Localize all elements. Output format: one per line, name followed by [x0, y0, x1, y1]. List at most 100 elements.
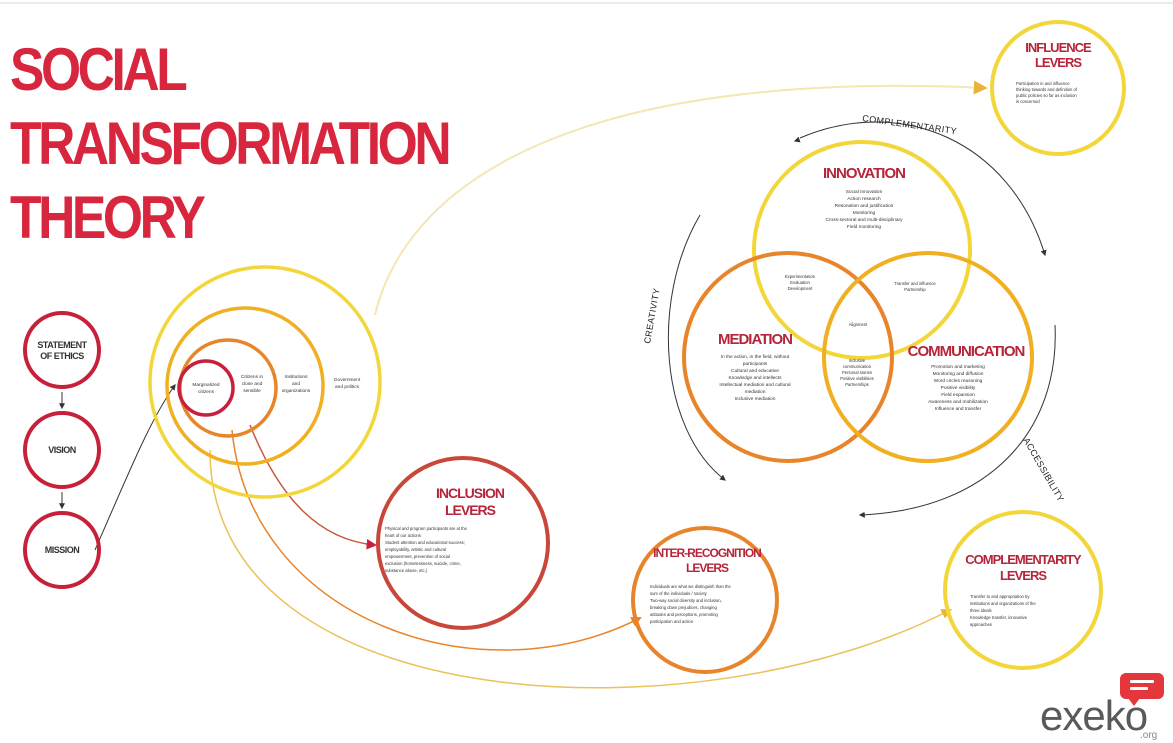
- arrow-to-interrecognition: [231, 429, 642, 651]
- arc-label-accessibility: ACCESSIBILITY: [1021, 436, 1066, 504]
- complementarity-text-5: approaches: [970, 622, 992, 627]
- scope-institutions-l2: and: [292, 381, 300, 387]
- complementarity-text-2: institutions and organizations of the: [970, 601, 1036, 606]
- communication-item-5: Field expansion: [941, 392, 975, 398]
- influence-text-1: Participation in and influence: [1016, 81, 1070, 86]
- mediation-item-7: Inclusive mediation: [735, 396, 776, 402]
- overlap-innov-comm-2: Partnership: [904, 287, 926, 292]
- scope-citizens: [178, 338, 278, 438]
- mediation-item-6: mediation: [745, 389, 766, 395]
- influence-text-2: thinking towards and definition of: [1016, 87, 1078, 92]
- inclusion-title-2: LEVERS: [445, 502, 496, 518]
- communication-circle: [822, 251, 1034, 463]
- innovation-item-2: Action research: [847, 196, 881, 202]
- arc-label-creativity: CREATIVITY: [642, 287, 662, 344]
- influence-levers-node: INFLUENCE LEVERS Participation in and in…: [990, 20, 1126, 156]
- scope-institutions-l1: Institutions: [285, 374, 309, 380]
- influence-title-1: INFLUENCE: [1025, 40, 1092, 55]
- innovation-title: INNOVATION: [823, 165, 905, 182]
- overlap-center: Alignment: [849, 322, 868, 327]
- inclusion-text-2: heart of our actions: [385, 533, 421, 538]
- inclusion-title-1: INCLUSION: [436, 485, 505, 501]
- cycle-arc-top-tail: [793, 136, 801, 143]
- cycle-arc-right: [858, 324, 1056, 518]
- overlap-innov-med-3: Development: [788, 286, 814, 291]
- arrow-to-inclusion: [249, 424, 378, 550]
- mediation-item-4: Knowledge and intellects: [728, 375, 782, 381]
- overlap-med-comm-3: Personal stories: [842, 370, 872, 375]
- interrecognition-text-6: participation and action: [650, 619, 694, 624]
- mediation-item-1: In the action, in the field, without: [721, 354, 790, 360]
- influence-title-2: LEVERS: [1035, 55, 1082, 70]
- inclusion-text-1: Physical and program participants are at…: [385, 526, 468, 531]
- scope-government-l2: and politics: [335, 384, 360, 390]
- complementarity-title-2: LEVERS: [1000, 568, 1047, 583]
- innovation-item-5: Cross-sectoral and multi-disciplinary: [825, 217, 903, 223]
- overlap-med-comm-5: Partnerships: [845, 382, 869, 387]
- inclusion-text-5: empowerment, prevention of social: [385, 554, 450, 559]
- communication-item-3: Word circles reasoning: [934, 378, 983, 384]
- statement-label-2: OF ETHICS: [40, 351, 84, 361]
- mediation-title: MEDIATION: [718, 331, 792, 348]
- interrecognition-levers-node: INTER-RECOGNITION LEVERS Individuals are…: [631, 526, 779, 674]
- scope-institutions-l3: organizations: [282, 388, 311, 394]
- arc-label-complementarity: COMPLEMENTARITY: [862, 113, 958, 136]
- cycle-arc-top: [799, 121, 1047, 257]
- inclusion-text-3: Student attention and educational succes…: [385, 540, 465, 545]
- interrecognition-text-2: sum of the individuals / society: [650, 591, 708, 596]
- scope-marginalized-l2: citizens: [198, 389, 215, 395]
- statement-of-ethics-node: STATEMENT OF ETHICS: [23, 311, 101, 389]
- mission-node: MISSION: [23, 511, 101, 589]
- innovation-circle: [752, 140, 972, 360]
- innovation-item-4: Monitoring: [853, 210, 876, 216]
- scope-citizens-l3: sensible: [243, 388, 261, 394]
- mediation-item-3: Cultural and educative: [731, 368, 779, 374]
- innovation-item-1: Social Innovation: [846, 189, 883, 195]
- title-line-3: THEORY: [10, 184, 206, 251]
- complementarity-text-3: three ideals: [970, 608, 992, 613]
- scope-institutions: [165, 306, 325, 466]
- inclusion-text-6: exclusion (homelessness, suicide, crime,: [385, 561, 461, 566]
- communication-item-4: Positive visibility: [941, 385, 976, 391]
- influence-text-4: is concerned: [1016, 99, 1040, 104]
- mediation-item-5: Intellectual mediation and cultural: [719, 382, 790, 388]
- overlap-med-comm-1: Inclusive: [849, 358, 866, 363]
- inclusion-text-4: employability, artistic and cultural: [385, 547, 446, 552]
- complementarity-text-4: Knowledge transfer, innovative: [970, 615, 1028, 620]
- venn-diagram: [682, 140, 1034, 463]
- interrecognition-text-5: attitudes and perceptions, promoting: [650, 612, 718, 617]
- scope-citizens-l1: Citizens in: [241, 374, 263, 380]
- overlap-innov-med-1: Experimentation: [785, 274, 816, 279]
- interrecognition-text-3: Two-way social diversity and inclusion,: [650, 598, 722, 603]
- innovation-item-3: Resonation and justification: [835, 203, 894, 209]
- influence-text-3: public policies so far as inclusion: [1016, 93, 1077, 98]
- communication-item-2: Monitoring and diffusion: [933, 371, 984, 377]
- interrecognition-title-1: INTER-RECOGNITION: [653, 546, 761, 560]
- communication-item-1: Promotion and marketing: [931, 364, 985, 370]
- communication-item-6: Awareness and mobilization: [928, 399, 988, 405]
- interrecognition-title-2: LEVERS: [686, 561, 729, 575]
- scope-marginalized-l1: Marginalized: [192, 382, 220, 388]
- overlap-innov-med-2: Evaluation: [790, 280, 810, 285]
- complementarity-text-1: Transfer to and appropriation by: [970, 594, 1030, 599]
- mediation-item-2: participants: [743, 361, 768, 367]
- scope-marginalized: [177, 359, 235, 417]
- overlap-med-comm-4: Positive visibilities: [840, 376, 874, 381]
- innovation-item-6: Field monitoring: [847, 224, 881, 230]
- mediation-circle: [682, 251, 894, 463]
- statement-label-1: STATEMENT: [37, 340, 87, 350]
- exeko-logo-domain: .org: [1140, 730, 1158, 741]
- arrow-mission-to-scope: [94, 384, 176, 551]
- exeko-logo-icon: [1120, 673, 1164, 706]
- scope-government-l1: Government: [334, 377, 361, 383]
- scope-citizens-l2: close and: [242, 381, 263, 387]
- scope-circles: Marginalized citizens Citizens in close …: [148, 265, 382, 499]
- complementarity-levers-node: COMPLEMENTARITY LEVERS Transfer to and a…: [943, 510, 1103, 670]
- scope-government: [148, 265, 382, 499]
- communication-item-7: Influence and transfer: [935, 406, 982, 412]
- complementarity-title-1: COMPLEMENTARITY: [965, 552, 1082, 567]
- interrecognition-text-4: breaking down prejudices, changing: [650, 605, 717, 610]
- title-line-1: SOCIAL: [10, 36, 188, 103]
- cycle-arc-left: [667, 214, 726, 481]
